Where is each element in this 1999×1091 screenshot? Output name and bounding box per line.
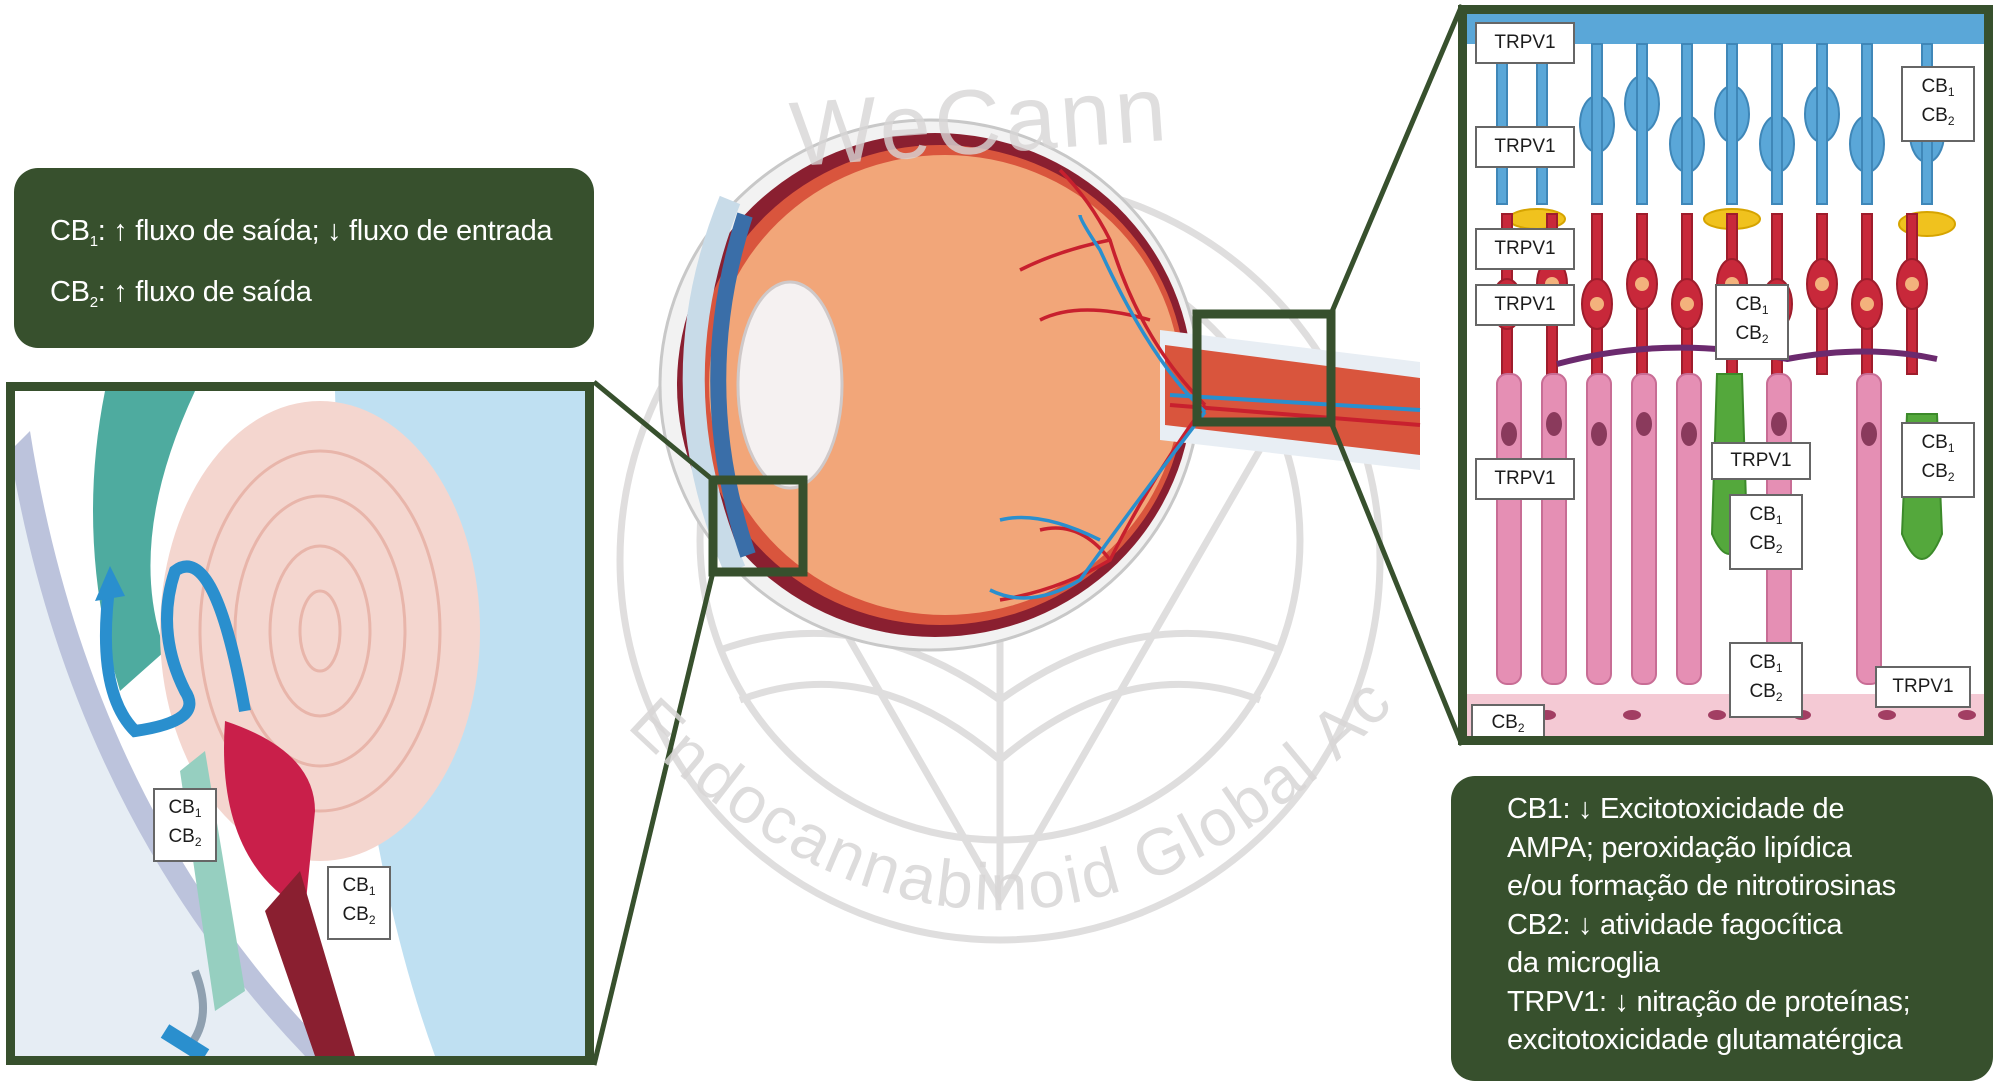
aqueous-outflow-box: CB1: ↑ fluxo de saída; ↓ fluxo de entrad… [14, 168, 594, 348]
anterior-chamber-illustration [15, 391, 585, 1056]
cb-pair-label: CB1 CB2 [1715, 284, 1789, 360]
cb2-label: CB2 [1471, 704, 1545, 736]
retina-effects-box: CB1: ↓ Excitotoxicidade de AMPA; peroxid… [1451, 776, 1993, 1081]
retina-effect-line: e/ou formação de nitrotirosinas [1507, 870, 1896, 902]
trpv1-label: TRPV1 [1475, 284, 1575, 326]
trpv1-label: TRPV1 [1475, 22, 1575, 64]
cb-pair-label: CB1 CB2 [1901, 66, 1975, 142]
retina-zoom-panel: TRPV1 TRPV1 TRPV1 TRPV1 TRPV1 TRPV1 TRPV… [1458, 5, 1993, 745]
trpv1-label: TRPV1 [1475, 228, 1575, 270]
cb-pair-label: CB1 CB2 [1729, 494, 1803, 570]
anterior-chamber-zoom-panel: CB1 CB2 CB1 CB2 [6, 382, 594, 1065]
retina-effect-line: AMPA; peroxidação lipídica [1507, 831, 1852, 864]
trpv1-label: TRPV1 [1475, 458, 1575, 500]
cb1-effect-line: CB1: ↑ fluxo de saída; ↓ fluxo de entrad… [50, 215, 553, 250]
cb-pair-label: CB1 CB2 [1901, 422, 1975, 498]
trpv1-label: TRPV1 [1711, 442, 1811, 480]
left-cb-label-1: CB1 CB2 [153, 788, 217, 862]
cb2-effect-line: CB2: ↑ fluxo de saída [50, 276, 312, 311]
trpv1-label: TRPV1 [1875, 666, 1971, 708]
eyeball [591, 4, 1465, 1066]
left-cb-label-2: CB1 CB2 [327, 866, 391, 940]
cb-pair-label: CB1 CB2 [1729, 642, 1803, 718]
retina-effect-line: CB2: ↓ atividade fagocítica [1507, 908, 1843, 941]
retina-effect-line: CB1: ↓ Excitotoxicidade de [1507, 793, 1845, 825]
trpv1-label: TRPV1 [1475, 126, 1575, 168]
retina-effect-line: da microglia [1507, 947, 1660, 979]
retina-effect-line: excitotoxicidade glutamatérgica [1507, 1024, 1903, 1056]
retina-effect-line: TRPV1: ↓ nitração de proteínas; [1507, 985, 1911, 1018]
